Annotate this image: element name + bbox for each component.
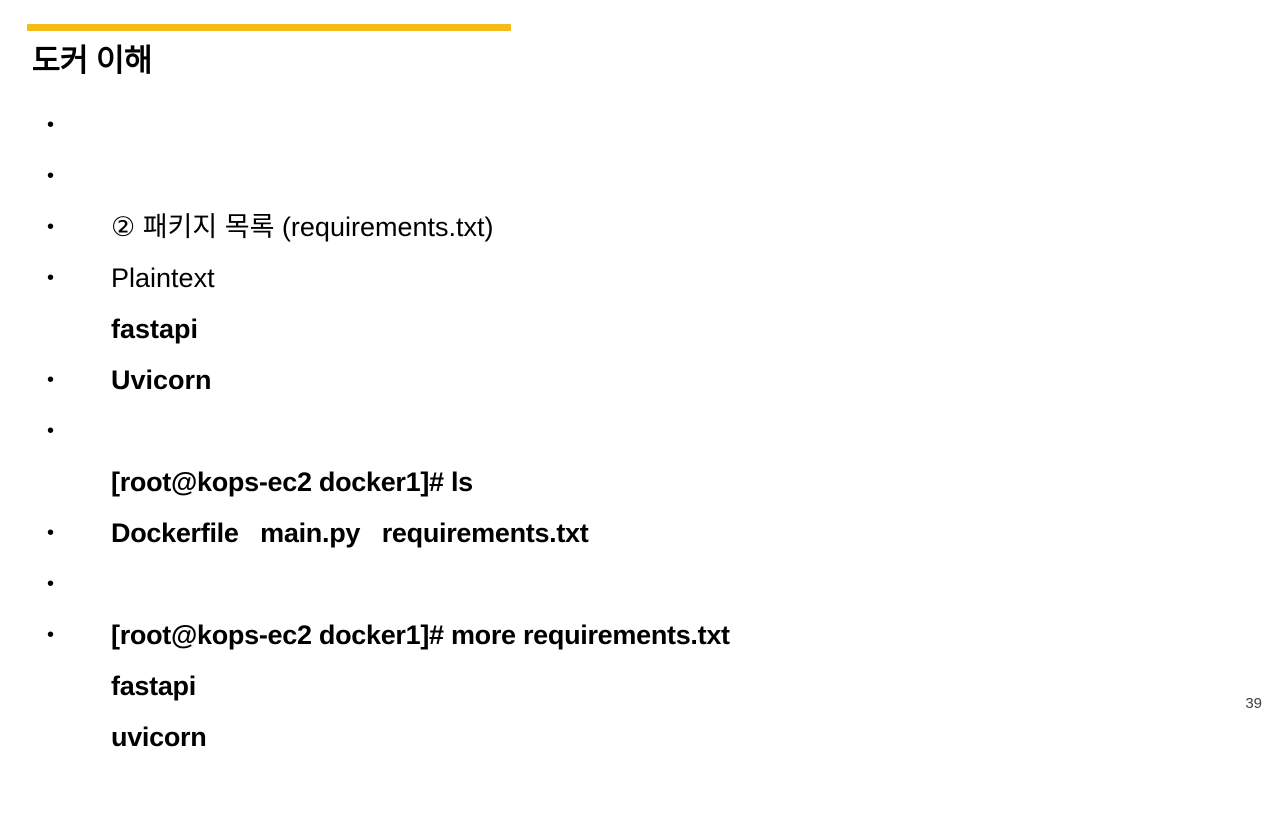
list-item-label: Dockerfile main.py requirements.txt (111, 518, 589, 548)
list-item-label: fastapi (111, 314, 199, 344)
list-item-label: ② 패키지 목록 (requirements.txt) (111, 212, 494, 242)
list-spacer (44, 304, 1244, 355)
list-item: • fastapi (44, 559, 1244, 701)
list-spacer (44, 457, 1244, 508)
bullet-dot-icon: • (47, 216, 55, 238)
bullet-dot-icon: • (47, 369, 55, 391)
list-item: • Uvicorn (44, 253, 1244, 395)
list-item-label: Uvicorn (111, 365, 212, 395)
list-item-label: Plaintext (111, 263, 215, 293)
bullet-dot-icon: • (47, 420, 55, 442)
list-item: • ② 패키지 목록 (requirements.txt) (44, 100, 1244, 242)
list-item-label: uvicorn (111, 722, 207, 752)
list-item: • [root@kops-ec2 docker1]# ls (44, 355, 1244, 497)
list-item: • [root@kops-ec2 docker1]# more requirem… (44, 508, 1244, 650)
title-accent-bar (27, 24, 511, 31)
bullet-dot-icon: • (47, 573, 55, 595)
slide-canvas: 도커 이해 • ② 패키지 목록 (requirements.txt) • Pl… (27, 24, 1262, 752)
list-item: • fastapi (44, 202, 1244, 344)
list-item: • Dockerfile main.py requirements.txt (44, 406, 1244, 548)
bullet-dot-icon: • (47, 114, 55, 136)
list-item: • Plaintext (44, 151, 1244, 293)
slide-body-list: • ② 패키지 목록 (requirements.txt) • Plaintex… (44, 100, 1244, 752)
list-item: • uvicorn (44, 610, 1244, 752)
list-item-label: [root@kops-ec2 docker1]# ls (111, 467, 473, 497)
bullet-dot-icon: • (47, 522, 55, 544)
page-number: 39 (1245, 695, 1262, 712)
bullet-dot-icon: • (47, 624, 55, 646)
list-item-label: fastapi (111, 671, 196, 701)
bullet-dot-icon: • (47, 267, 55, 289)
list-item-label: [root@kops-ec2 docker1]# more requiremen… (111, 620, 730, 650)
bullet-dot-icon: • (47, 165, 55, 187)
page-title: 도커 이해 (32, 43, 153, 78)
